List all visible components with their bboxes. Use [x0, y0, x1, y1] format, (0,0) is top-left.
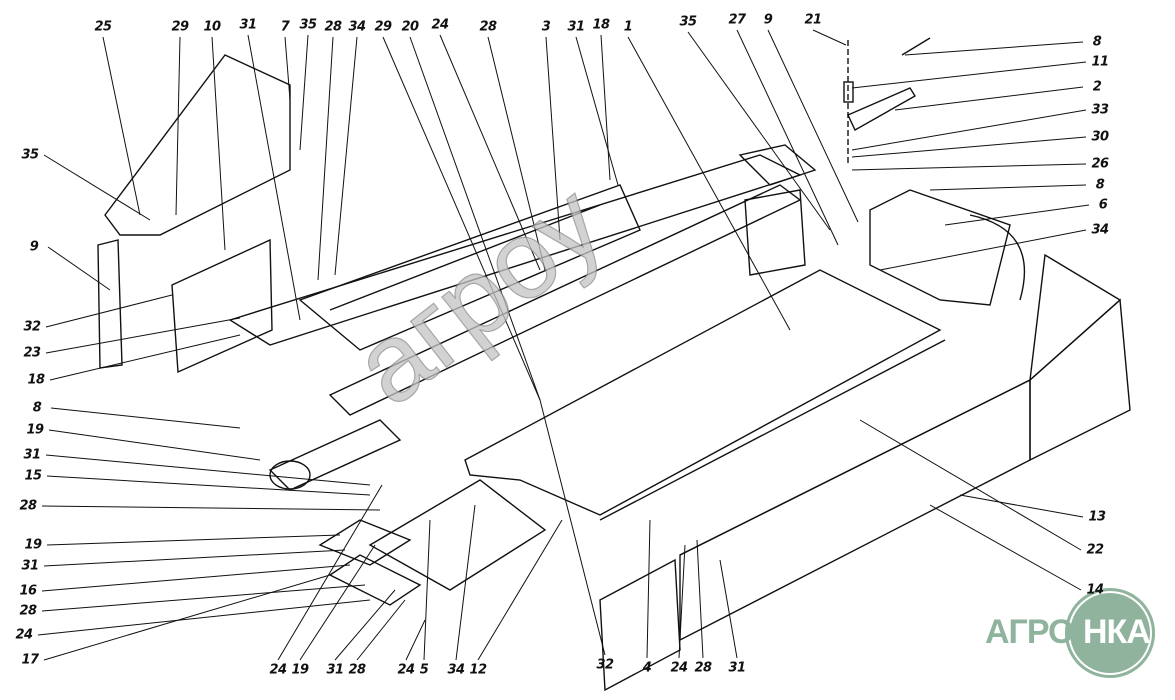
leader-line — [879, 229, 1087, 271]
leader-line — [944, 204, 1090, 226]
guard-part — [869, 189, 1026, 306]
leader-line — [409, 36, 541, 401]
leader-line — [646, 519, 651, 659]
leader-line — [851, 109, 1087, 151]
leader-lines — [37, 29, 1090, 661]
leader-line — [851, 163, 1087, 171]
leader-line — [299, 544, 376, 661]
leader-line — [48, 429, 261, 461]
leader-line — [851, 61, 1087, 89]
leader-line — [696, 539, 704, 659]
bracket-part — [318, 519, 412, 566]
leader-line — [405, 619, 426, 661]
agronka-logo: АГРО НКА — [985, 585, 1165, 695]
leader-line — [45, 454, 371, 486]
leader-line — [812, 29, 847, 46]
leader-line — [539, 399, 606, 656]
leader-line — [356, 599, 406, 661]
leader-line — [43, 549, 346, 567]
leader-line — [50, 407, 241, 429]
side-panel-part — [97, 54, 291, 374]
leader-line — [247, 34, 301, 321]
leader-line — [423, 519, 431, 661]
logo-text-2: НКА — [1083, 613, 1151, 651]
leader-line — [46, 534, 341, 546]
leader-line — [719, 559, 738, 659]
leader-line — [600, 34, 611, 181]
frame-beams — [228, 144, 817, 491]
leader-line — [859, 419, 1082, 551]
lever-part — [843, 37, 931, 165]
leader-line — [545, 36, 561, 241]
leader-line — [851, 136, 1087, 158]
leader-line — [455, 504, 476, 661]
leader-line — [959, 494, 1084, 518]
leader-line — [334, 589, 396, 661]
leader-line — [284, 36, 291, 101]
bracket-part — [328, 554, 422, 606]
main-plate-part — [464, 269, 946, 521]
leader-line — [46, 475, 371, 496]
leader-line — [41, 584, 366, 612]
side-cover-panels — [599, 253, 1131, 692]
leader-line — [43, 154, 151, 221]
leader-line — [317, 36, 334, 281]
leader-line — [175, 36, 181, 216]
leader-line — [687, 31, 831, 231]
plate-part — [368, 479, 547, 591]
leader-line — [41, 505, 381, 511]
leader-line — [47, 246, 111, 291]
leader-line — [37, 599, 371, 636]
leader-line — [904, 41, 1084, 56]
leader-line — [678, 544, 686, 659]
leader-line — [929, 184, 1087, 191]
leader-line — [43, 574, 331, 661]
leader-line — [439, 34, 541, 271]
leader-line — [575, 36, 619, 186]
leader-line — [894, 86, 1084, 111]
leader-line — [627, 36, 791, 331]
leader-line — [929, 504, 1082, 591]
leader-line — [736, 29, 839, 246]
leader-line — [299, 34, 309, 151]
leader-line — [45, 317, 241, 354]
leader-line — [102, 36, 141, 216]
leader-line — [334, 36, 358, 276]
leader-line — [49, 334, 241, 381]
logo-text-1: АГРО — [985, 613, 1075, 651]
leader-line — [45, 294, 173, 328]
leader-line — [382, 36, 541, 401]
leader-line — [277, 484, 383, 661]
leader-line — [767, 29, 859, 223]
leader-line — [211, 36, 226, 251]
leader-line — [487, 36, 546, 271]
leader-line — [477, 519, 563, 661]
logo-circle — [1065, 588, 1155, 678]
leader-line — [41, 564, 351, 592]
